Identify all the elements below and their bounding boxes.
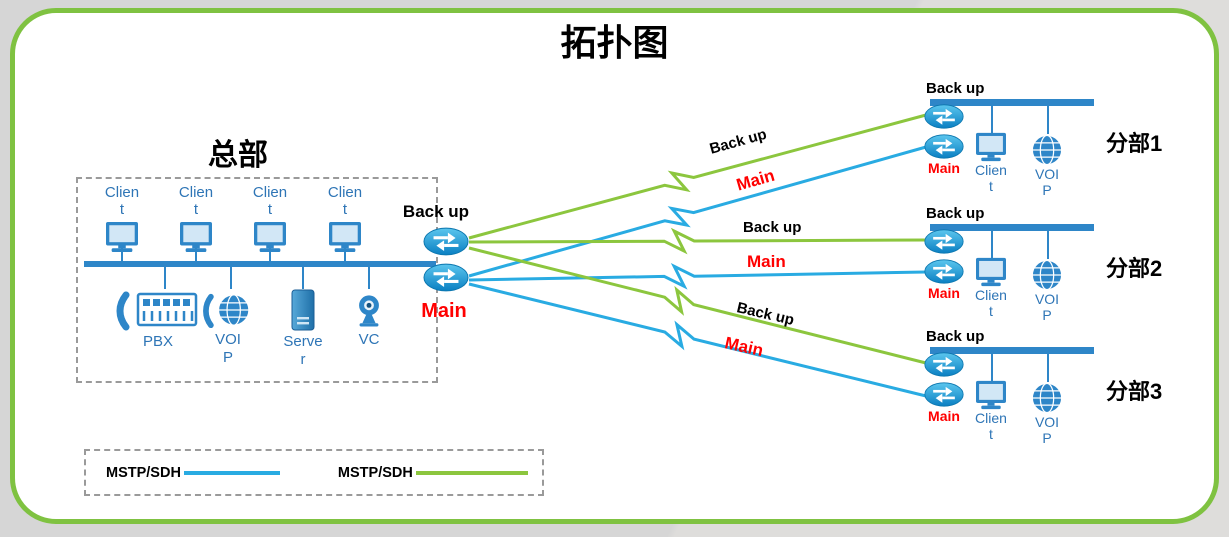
voip-globe-icon (1031, 259, 1063, 291)
diagram-title: 拓扑图 (560, 22, 669, 63)
client-monitor-icon (251, 221, 289, 253)
branch-1-client: Clien t (968, 132, 1014, 194)
branch-3-backup-router-label: Back up (926, 328, 985, 345)
branch-2-backup-router-icon (924, 229, 964, 254)
hq-lan-bus (84, 261, 436, 267)
branch-1-client-link (991, 106, 993, 134)
hq-title: 总部 (208, 139, 268, 172)
branch-2-client: Clien t (968, 257, 1014, 319)
hq-server-label: Serve r (283, 333, 323, 368)
branch-2-title: 分部2 (1106, 256, 1163, 281)
client-monitor-icon (326, 221, 364, 253)
vc-camera-icon (352, 293, 386, 329)
branch-2-lan-bus (930, 224, 1094, 231)
branch-3-title: 分部3 (1106, 379, 1163, 404)
branch-2-voip-label: VOI P (1034, 291, 1060, 324)
legend-box: MSTP/SDH MSTP/SDH (84, 449, 544, 496)
branch-2-main-router-icon (924, 259, 964, 284)
branch-2-client-label: Clien t (975, 287, 1007, 320)
hq-vc-link (368, 267, 370, 289)
hq-voip-label: VOI P (215, 331, 241, 366)
hq-client-3-link (269, 248, 271, 262)
core-backup-router-label: Back up (402, 202, 470, 221)
hq-pbx-label: PBX (142, 333, 173, 350)
client-monitor-icon (973, 257, 1009, 287)
branch-3-main-router-label: Main (928, 408, 960, 424)
hq-client-2-label: Clien t (178, 184, 214, 219)
branch-1-voip: VOI P (1025, 134, 1069, 198)
wan-main-line-branch1 (468, 145, 927, 278)
wan-backup-line-branch3 (468, 246, 927, 365)
branch-2-backup-router-label: Back up (926, 205, 985, 222)
client-monitor-icon (973, 380, 1009, 410)
voip-globe-icon (1031, 382, 1063, 414)
hq-client-1: Clien t (94, 184, 150, 253)
voip-globe-icon (203, 291, 253, 329)
server-icon (290, 289, 316, 331)
branch-2-voip: VOI P (1025, 259, 1069, 323)
branch-3-voip-label: VOI P (1034, 414, 1060, 447)
branch-1: Back up Main Clien t VOI P 分部1 (918, 80, 1188, 220)
hq-client-1-link (121, 248, 123, 262)
hq-voip-link (230, 267, 232, 289)
legend-label-mstp-green: MSTP/SDH (337, 464, 413, 481)
core-main-router-icon (423, 263, 469, 292)
branch-1-voip-link (1047, 106, 1049, 134)
branch-1-title: 分部1 (1106, 131, 1163, 156)
branch-3-voip-link (1047, 354, 1049, 382)
branch-1-main-router-icon (924, 134, 964, 159)
wan-backup-line-branch2 (468, 227, 927, 255)
branch-1-lan-bus (930, 99, 1094, 106)
hq-client-3-label: Clien t (252, 184, 288, 219)
hq-client-4-label: Clien t (327, 184, 363, 219)
branch-2-voip-link (1047, 231, 1049, 259)
hq-server: Serve r (281, 287, 325, 369)
hq-vc-label: VC (358, 331, 380, 348)
branch-1-client-label: Clien t (975, 162, 1007, 195)
branch-3-lan-bus (930, 347, 1094, 354)
hq-client-2-link (195, 248, 197, 262)
core-backup-router-icon (423, 227, 469, 256)
voip-globe-icon (1031, 134, 1063, 166)
branch-2-main-router-label: Main (928, 285, 960, 301)
hq-client-4: Clien t (317, 184, 373, 253)
branch-1-voip-label: VOI P (1034, 166, 1060, 199)
pbx-icon (114, 291, 202, 331)
wan-backup-label-branch2: Back up (743, 219, 802, 236)
wan-main-label-branch2: Main (747, 252, 786, 271)
hq-client-2: Clien t (168, 184, 224, 253)
branch-3: Back up Main Clien t VOI P 分部3 (918, 328, 1188, 468)
client-monitor-icon (177, 221, 215, 253)
branch-1-backup-router-icon (924, 104, 964, 129)
hq-client-1-label: Clien t (104, 184, 140, 219)
branch-1-main-router-label: Main (928, 160, 960, 176)
branch-3-client-link (991, 354, 993, 382)
core-main-router-label: Main (421, 300, 467, 322)
legend-line-green (415, 470, 528, 475)
branch-3-client: Clien t (968, 380, 1014, 442)
client-monitor-icon (103, 221, 141, 253)
branch-3-backup-router-icon (924, 352, 964, 377)
hq-server-link (302, 267, 304, 289)
hq-voip: VOI P (202, 289, 254, 367)
wan-main-line-branch3 (468, 282, 927, 398)
branch-2-client-link (991, 231, 993, 259)
wan-backup-line-branch1 (468, 113, 927, 240)
wan-main-line-branch2 (468, 262, 927, 290)
hq-pbx-link (164, 267, 166, 289)
branch-2: Back up Main Clien t VOI P 分部2 (918, 205, 1188, 345)
legend-line-blue (183, 470, 280, 475)
branch-3-main-router-icon (924, 382, 964, 407)
branch-1-backup-router-label: Back up (926, 80, 985, 97)
hq-client-3: Clien t (242, 184, 298, 253)
hq-pbx: PBX (112, 289, 204, 351)
hq-vc: VC (347, 291, 391, 349)
branch-3-voip: VOI P (1025, 382, 1069, 446)
legend-label-mstp-blue: MSTP/SDH (106, 464, 181, 481)
client-monitor-icon (973, 132, 1009, 162)
branch-3-client-label: Clien t (975, 410, 1007, 443)
hq-client-4-link (344, 248, 346, 262)
